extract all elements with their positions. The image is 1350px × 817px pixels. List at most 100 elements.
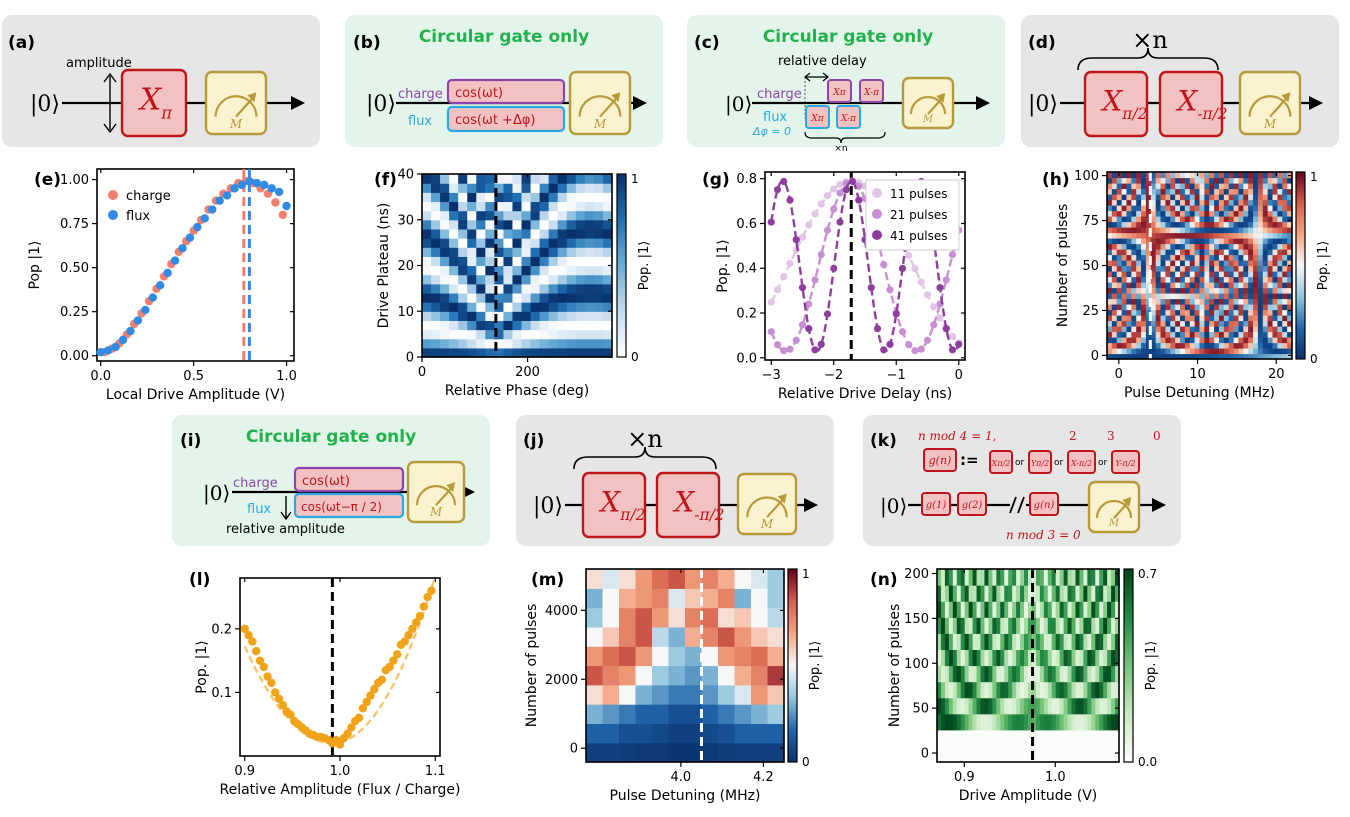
heatmap-cell — [751, 684, 769, 705]
heatmap-cell — [972, 649, 978, 667]
heatmap-cell — [1165, 254, 1171, 261]
heatmap-cell — [566, 320, 577, 331]
heatmap-cell — [1160, 243, 1167, 250]
heatmap-cell — [1059, 585, 1065, 602]
x-tick-label: 1.0 — [1045, 770, 1066, 785]
heatmap-cell — [1111, 271, 1118, 278]
heatmap-cell — [539, 320, 550, 331]
heatmap-cell — [1189, 216, 1196, 223]
heatmap-cell — [1282, 232, 1288, 239]
data-point — [208, 205, 217, 214]
heatmap-cell — [1004, 617, 1009, 634]
heatmap-cell — [586, 723, 604, 744]
heatmap-cell — [476, 201, 486, 212]
heatmap-cell — [1136, 194, 1142, 201]
heatmap-cell — [1218, 320, 1225, 327]
heatmap-cell — [1155, 199, 1162, 206]
heatmap-cell — [1272, 183, 1278, 190]
data-point — [400, 637, 409, 646]
heatmap-cell — [1059, 681, 1065, 699]
data-point — [917, 278, 925, 286]
meter-needle-tip — [446, 482, 456, 493]
heatmap-cell — [1180, 348, 1186, 355]
heatmap-cell — [1165, 221, 1171, 228]
heatmap-cell — [1141, 260, 1147, 267]
heatmap-cell — [1141, 221, 1147, 228]
heatmap-cell — [1170, 265, 1176, 272]
heatmap-cell — [1016, 665, 1021, 683]
heatmap-cell — [1121, 348, 1128, 355]
heatmap-cell — [521, 274, 532, 285]
heatmap-cell — [968, 569, 974, 586]
y-tick-label: 0.00 — [60, 349, 89, 364]
data-point — [347, 723, 356, 732]
heatmap-cell — [440, 174, 450, 184]
heatmap-cell — [1095, 729, 1100, 747]
heatmap-cell — [1028, 681, 1033, 699]
heatmap-cell — [440, 219, 450, 230]
heatmap-cell — [1262, 309, 1269, 316]
heatmap-cell — [1282, 276, 1288, 283]
heatmap-cell — [964, 681, 970, 699]
heatmap-cell — [956, 745, 962, 763]
heatmap-cell — [1091, 713, 1096, 731]
data-point — [404, 631, 413, 640]
heatmap-cell — [494, 302, 505, 312]
heatmap-cell — [1277, 287, 1283, 294]
x-tick-label: 200 — [515, 365, 540, 380]
heatmap-cell — [1175, 315, 1181, 322]
heatmap-cell — [521, 338, 532, 349]
heatmap-cell — [1287, 271, 1293, 278]
heatmap-cell — [1262, 331, 1269, 338]
heatmap-cell — [1243, 188, 1249, 195]
data-point — [848, 177, 857, 186]
heatmap-cell — [1170, 304, 1176, 311]
heatmap-cell — [1016, 585, 1021, 602]
heatmap-cell — [1155, 216, 1162, 223]
heatmap-cell — [1087, 665, 1092, 683]
heatmap-cell — [1043, 729, 1049, 747]
heatmap-cell — [1204, 188, 1210, 195]
heatmap-cell — [1116, 216, 1123, 223]
charge-drive-box — [446, 78, 566, 105]
heatmap-cell — [1031, 681, 1037, 699]
heatmap-cell — [1099, 697, 1104, 715]
heatmap-cell — [1228, 221, 1235, 228]
heatmap-cell — [1103, 649, 1108, 667]
heatmap-cell — [530, 238, 541, 248]
x-pi-gate: Xπ — [120, 68, 188, 138]
heatmap-cell — [1228, 177, 1235, 184]
heatmap-cell — [1180, 216, 1186, 223]
meter-arc — [415, 485, 457, 506]
heatmap-cell — [940, 585, 946, 602]
heatmap-cell — [1189, 315, 1196, 322]
heatmap-cell — [1107, 276, 1113, 283]
heatmap-cell — [1145, 342, 1152, 349]
heatmap-cell — [944, 729, 950, 747]
heatmap-cell — [1257, 293, 1264, 300]
heatmap-cell — [586, 588, 604, 609]
heatmap-cell — [485, 183, 495, 193]
heatmap-cell — [557, 329, 568, 340]
heatmap-cell — [1199, 188, 1205, 195]
heatmap-cell — [584, 265, 595, 276]
heatmap-cell — [1170, 205, 1176, 212]
heatmap-cell — [1043, 745, 1049, 763]
heatmap-cell — [1238, 293, 1244, 300]
heatmap-cell — [1175, 271, 1181, 278]
heatmap-cell — [521, 183, 532, 193]
heatmap-cell — [1136, 243, 1142, 250]
heatmap-cell — [1145, 309, 1152, 316]
heatmap-cell — [619, 607, 637, 628]
heatmap-cell — [1103, 617, 1108, 634]
heatmap-cell — [1141, 271, 1147, 278]
heatmap-cell — [1223, 282, 1230, 289]
heatmap-cell — [1008, 569, 1013, 586]
heatmap-cell — [1071, 585, 1077, 602]
heatmap-cell — [1126, 348, 1132, 355]
heatmap-cell — [575, 329, 586, 340]
heatmap-cell — [972, 729, 978, 747]
heatmap-cell — [1248, 348, 1254, 355]
